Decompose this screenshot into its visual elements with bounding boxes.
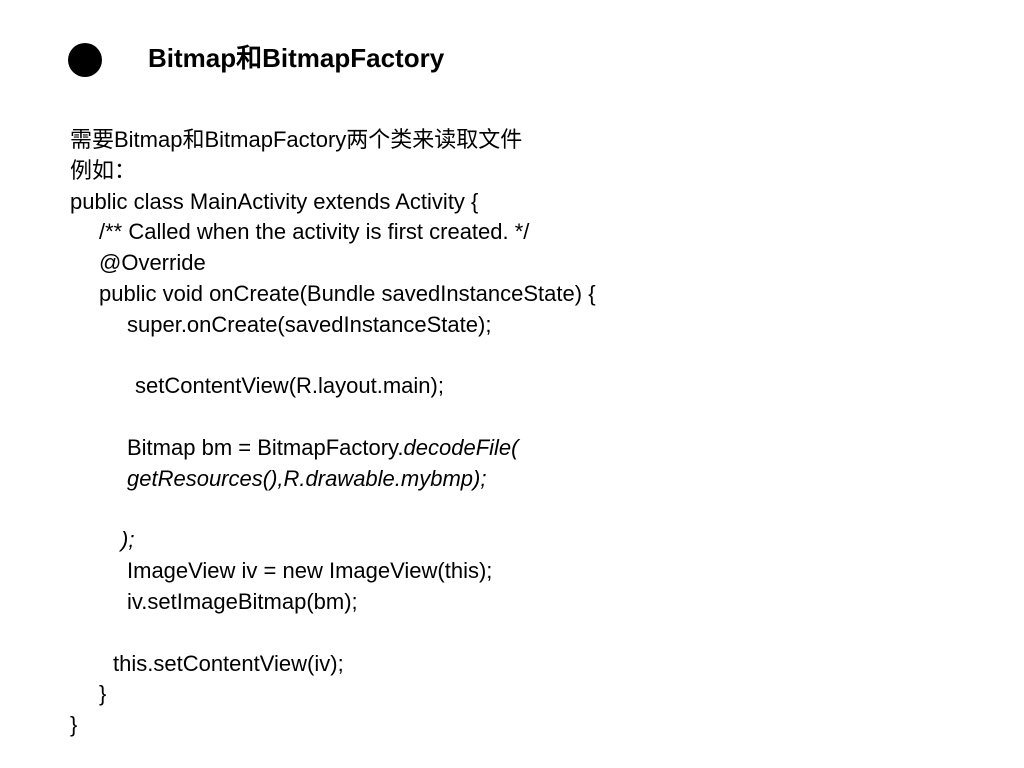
code-line-set-content-view-iv: this.setContentView(iv); — [113, 650, 344, 676]
code-line-annotation: @Override — [99, 250, 206, 276]
code-blank-line — [70, 402, 970, 433]
code-bitmap-decl-prefix: Bitmap bm = BitmapFactory. — [127, 434, 404, 460]
code-line-set-content-view-main: setContentView(R.layout.main); — [135, 373, 444, 399]
slide-body: 需要Bitmap和BitmapFactory两个类来读取文件 例如： publi… — [70, 125, 970, 741]
code-line-bitmap-decl: Bitmap bm = BitmapFactory.decodeFile( — [70, 433, 970, 464]
code-line-class-decl: public class MainActivity extends Activi… — [70, 188, 479, 214]
code-blank-line — [70, 341, 970, 372]
code-blank-line — [70, 495, 970, 526]
intro-text: 需要Bitmap和BitmapFactory两个类来读取文件 — [70, 127, 523, 152]
bullet-icon — [68, 43, 102, 77]
code-line-close-paren: ); — [121, 527, 135, 553]
example-label: 例如： — [70, 157, 137, 183]
code-line-method-decl: public void onCreate(Bundle savedInstanc… — [99, 280, 596, 306]
code-line-set-bitmap: iv.setImageBitmap(bm); — [127, 588, 358, 614]
code-blank-line — [70, 618, 970, 649]
code-bitmap-decl-call: decodeFile( — [403, 434, 519, 460]
code-line-super-call: super.onCreate(savedInstanceState); — [127, 311, 492, 337]
code-line-imageview-decl: ImageView iv = new ImageView(this); — [127, 558, 493, 584]
slide-title: Bitmap和BitmapFactory — [148, 43, 445, 73]
code-line-decode-args: getResources(),R.drawable.mybmp); — [127, 465, 487, 491]
code-line-comment: /** Called when the activity is first cr… — [99, 219, 530, 245]
code-line-class-close: } — [70, 712, 78, 738]
code-line-method-close: } — [99, 681, 107, 707]
